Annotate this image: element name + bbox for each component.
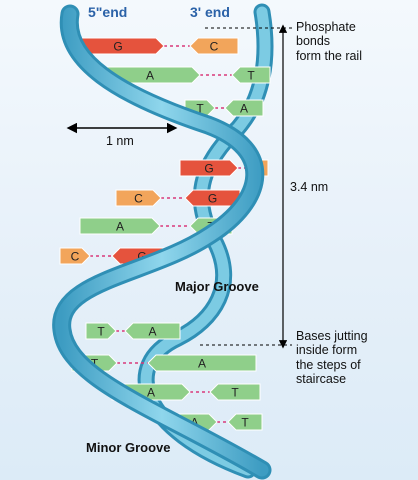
base-left xyxy=(79,217,161,235)
pitch-label: 3.4 nm xyxy=(290,180,329,194)
base-letter-left: A xyxy=(147,386,155,400)
base-right xyxy=(209,383,261,401)
base-right xyxy=(147,354,257,372)
base-letter-left: G xyxy=(204,162,213,176)
base-letter-left: C xyxy=(71,250,80,264)
three-prime-end-label: 3' end xyxy=(190,4,230,20)
phosphate-label: Phosphate bonds form the rail xyxy=(296,20,362,63)
base-letter-right: A xyxy=(148,325,156,339)
base-letter-right: T xyxy=(247,69,255,83)
base-letter-left: T xyxy=(91,357,99,371)
base-left xyxy=(59,247,91,265)
base-right xyxy=(231,66,271,84)
five-prime-end-label: 5"end xyxy=(88,4,128,20)
base-letter-right: G xyxy=(137,250,146,264)
base-letter-left: A xyxy=(146,69,154,83)
major-groove-label: Major Groove xyxy=(175,279,259,294)
base-right xyxy=(227,413,263,431)
base-right xyxy=(124,322,181,340)
base-letter-right: T xyxy=(241,416,249,430)
base-letter-right: G xyxy=(208,192,217,206)
base-letter-right: A xyxy=(240,102,248,116)
width-label: 1 nm xyxy=(106,134,134,148)
base-right xyxy=(189,37,239,55)
bases-label: Bases jutting inside form the steps of s… xyxy=(296,329,368,387)
base-left xyxy=(179,159,239,177)
base-left xyxy=(85,322,117,340)
base-letter-right: T xyxy=(231,386,239,400)
base-letter-right: A xyxy=(198,357,206,371)
base-letter-right: C xyxy=(210,40,219,54)
base-letter-left: G xyxy=(113,40,122,54)
base-letter-left: C xyxy=(134,192,143,206)
base-letter-left: T xyxy=(97,325,105,339)
base-letter-left: A xyxy=(116,220,124,234)
base-left xyxy=(115,189,162,207)
minor-groove-label: Minor Groove xyxy=(86,440,171,455)
base-right xyxy=(184,189,241,207)
dimension-markers xyxy=(66,24,292,349)
base-right xyxy=(224,99,264,117)
base-letter-left: T xyxy=(196,102,204,116)
